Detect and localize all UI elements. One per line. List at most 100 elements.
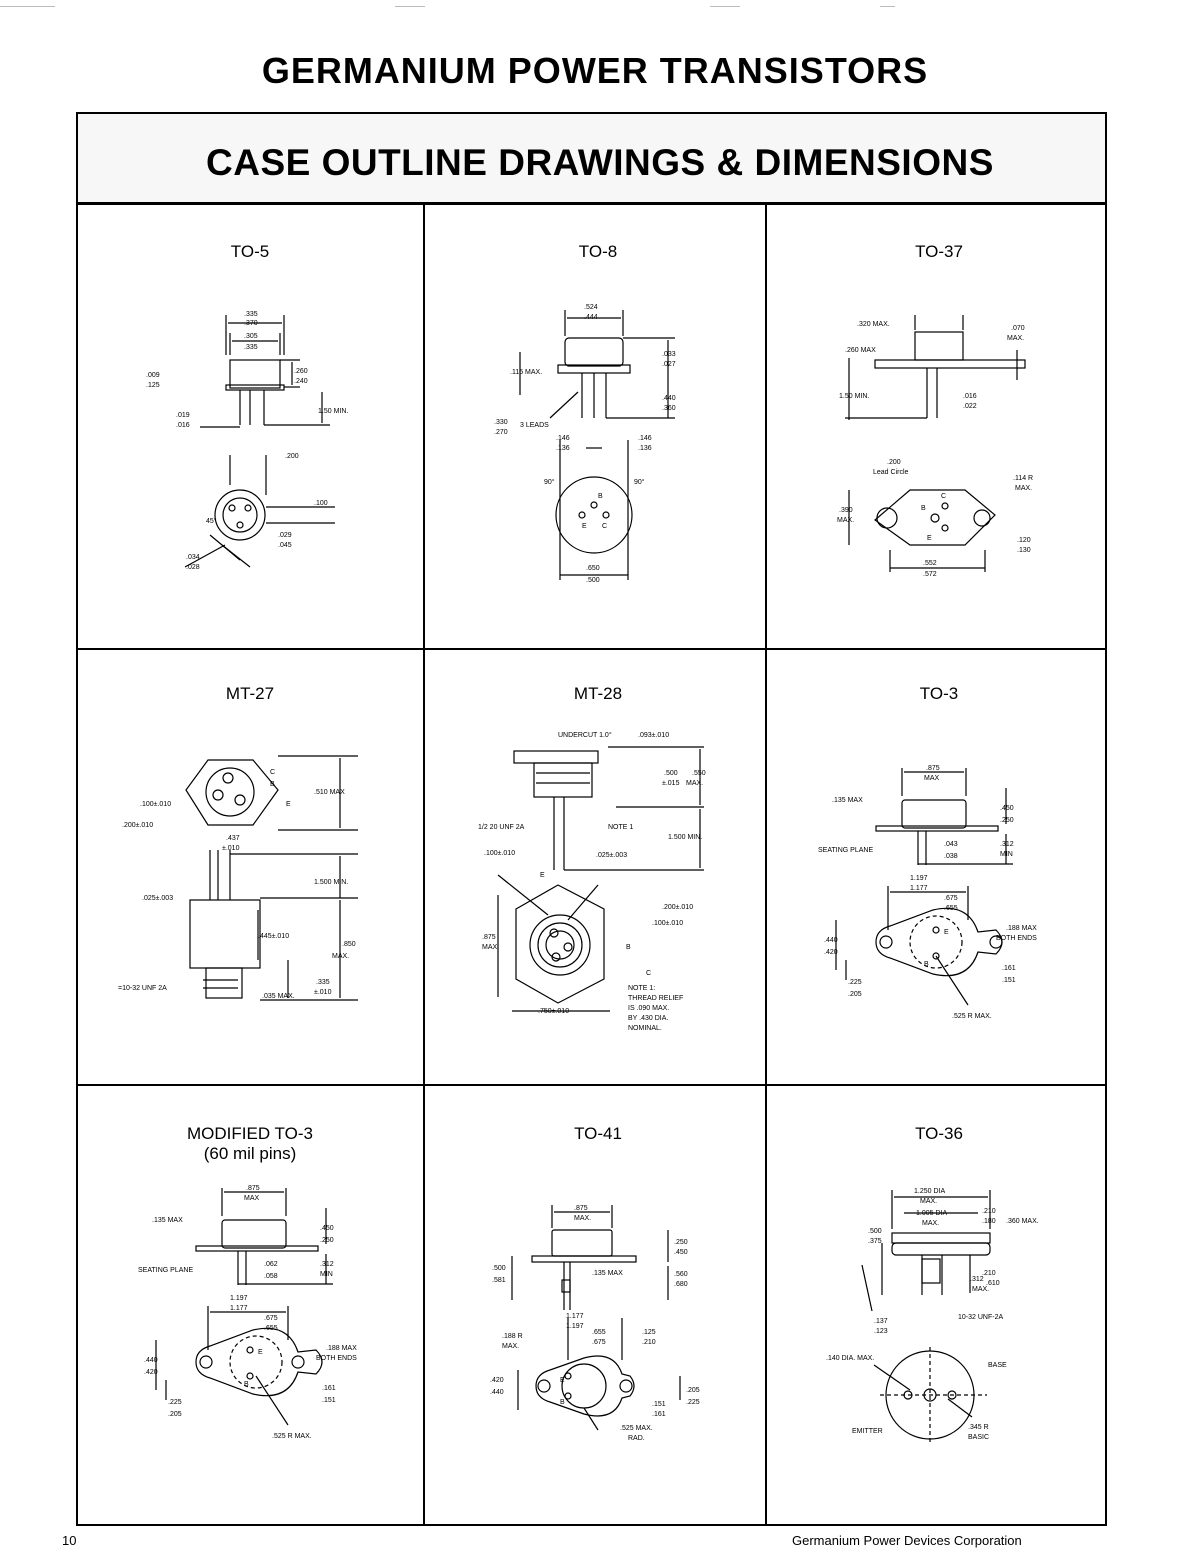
to41-dim-13: .675 [592, 1339, 606, 1346]
mt28-dim-10: .100±.010 [484, 850, 515, 857]
modified-to3-dim-5: .250 [320, 1237, 334, 1244]
mt28-hex-bottom [515, 884, 605, 1004]
mt28-drawing: UNDERCUT 1.0° .093±.010 .500 .550 ±.015 … [478, 731, 706, 1032]
to41-dim-10: 1.177 [566, 1313, 584, 1320]
mt27-dim-10: .025±.003 [142, 895, 173, 902]
to37-dim-13: MAX. [837, 517, 854, 524]
to41-dim-3: .250 [674, 1239, 688, 1246]
to41-dim-18: .420 [490, 1377, 504, 1384]
mt28-dim-24: .750±.010 [538, 1008, 569, 1015]
to8-dim-20: .650 [586, 565, 600, 572]
to37-dim-14: C [941, 493, 946, 500]
to5-dim-16: .045 [278, 542, 292, 549]
modified-to3-dim-12: 1.177 [230, 1305, 248, 1312]
to8-dim-11: .146 [556, 435, 570, 442]
to8-cap [564, 337, 624, 367]
to8-dim-7: .360 [662, 405, 676, 412]
modified-to3-drawing: .875 MAX .135 MAX .450 .250 .062 .058 .3… [138, 1185, 357, 1440]
mt27-dim-6: .510 MAX [314, 789, 345, 796]
to8-dim-2: .444 [584, 314, 598, 321]
to37-dim-19: .552 [923, 560, 937, 567]
to3-dim-2: MAX [924, 775, 940, 782]
case-label-to5: TO-5 [230, 242, 270, 261]
to8-dim-17: B [598, 493, 603, 500]
modified-to3-dim-24: .205 [168, 1411, 182, 1418]
to37-dim-8: .200 [887, 459, 901, 466]
mt28-dim-3: .500 [664, 770, 678, 777]
to41-dim-6: .581 [492, 1277, 506, 1284]
modified-to3-dim-1: .875 [246, 1185, 260, 1192]
to8-dim-3: .033 [662, 351, 676, 358]
page-title: GERMANIUM POWER TRANSISTORS [261, 50, 929, 91]
to36-dim-2: MAX. [920, 1198, 937, 1205]
to3-dim-14: .655 [944, 905, 958, 912]
to3-dim-6: .043 [944, 841, 958, 848]
mt28-dim-16: MAX. [482, 944, 499, 951]
to8-bottom-outline [555, 476, 633, 554]
modified-to3-dim-4: .450 [320, 1225, 334, 1232]
to41-cap [551, 1229, 613, 1257]
mt27-dim-11: .445±.010 [258, 933, 289, 940]
to37-dim-16: E [927, 535, 932, 542]
modified-to3-dim-14: .655 [264, 1325, 278, 1332]
to41-dim-15: .210 [642, 1339, 656, 1346]
case-label-to37: TO-37 [915, 242, 963, 261]
to36-dim-11: .312 [970, 1276, 984, 1283]
to5-dim-7: .260 [294, 368, 308, 375]
to36-drawing: 1.250 DIA MAX. 1.005 DIA MAX. .210 .180 … [826, 1188, 1039, 1443]
to8-dim-13: .146 [638, 435, 652, 442]
mt27-dim-17: .035 MAX. [262, 993, 295, 1000]
to36-dim-8: .500 [868, 1228, 882, 1235]
to3-dim-15: .188 MAX [1006, 925, 1037, 932]
grid-divider-h1 [78, 648, 1105, 650]
to8-dim-19: C [602, 523, 607, 530]
to36-dim-14: 10-32 UNF-2A [958, 1314, 1003, 1321]
mt28-dim-14: .100±.010 [652, 920, 683, 927]
case-label-mt28: MT-28 [573, 684, 623, 703]
mt28-dim-1: UNDERCUT 1.0° [558, 731, 612, 739]
to3-drawing: .875 MAX .135 MAX .450 .250 .043 .038 .3… [818, 765, 1037, 1020]
to36-dim-13: MAX. [972, 1286, 989, 1293]
to41-dim-20: E [560, 1377, 565, 1384]
to37-dim-15: B [921, 505, 926, 512]
to5-dim-9: .019 [176, 412, 190, 419]
modified-to3-dim-10: SEATING PLANE [138, 1267, 193, 1274]
to37-dim-11: MAX. [1015, 485, 1032, 492]
to37-dim-1: .320 MAX. [857, 321, 890, 328]
mt28-dim-7: 1/2 20 UNF 2A [478, 824, 525, 831]
case-label-modified-to3-line1: MODIFIED TO-3 [187, 1124, 313, 1143]
section-heading: CASE OUTLINE DRAWINGS & DIMENSIONS [206, 142, 994, 183]
to41-bottom-outline [535, 1355, 635, 1417]
mt27-dim-12: .850 [342, 941, 356, 948]
mt28-dim-2: .093±.010 [638, 732, 669, 739]
mt28-dim-5: ±.015 [662, 780, 680, 787]
to3-dim-10: SEATING PLANE [818, 847, 873, 854]
grid-divider-v2 [765, 205, 767, 1524]
mt28-dim-6: MAX. [686, 780, 703, 787]
to36-dim-18: BASE [988, 1362, 1007, 1369]
to5-dim-13: .100 [314, 500, 328, 507]
modified-to3-dim-11: 1.197 [230, 1295, 248, 1302]
to5-dim-2: .370 [244, 320, 258, 327]
to5-dim-8: .240 [294, 378, 308, 385]
mt28-dim-13: .200±.010 [662, 904, 693, 911]
to41-dim-24: .205 [686, 1387, 700, 1394]
to41-dim-11: 1.197 [566, 1323, 584, 1330]
mt28-dim-8: NOTE 1 [608, 824, 633, 831]
to3-dim-3: .135 MAX [832, 797, 863, 804]
to8-dim-5: .115 MAX. [510, 369, 542, 376]
to3-cap [901, 799, 967, 829]
to3-dim-18: B [924, 961, 929, 968]
modified-to3-dim-17: E [258, 1349, 263, 1356]
mt28-dim-9: 1.500 MIN. [668, 834, 702, 841]
to3-dim-11: 1.197 [910, 875, 928, 882]
to37-dim-18: .130 [1017, 547, 1031, 554]
to41-dim-22: .151 [652, 1401, 666, 1408]
drawings-frame: CASE OUTLINE DRAWINGS & DIMENSIONS TO-5 … [76, 112, 1107, 1526]
to8-dim-6: .440 [662, 395, 676, 402]
to5-dim-17: .034 [186, 554, 200, 561]
case-label-modified-to3-line2: (60 mil pins) [203, 1144, 297, 1163]
case-label-mt27: MT-27 [225, 684, 275, 703]
to36-dim-1: 1.250 DIA [914, 1188, 945, 1195]
modified-to3-bottom-outline [195, 1327, 323, 1397]
